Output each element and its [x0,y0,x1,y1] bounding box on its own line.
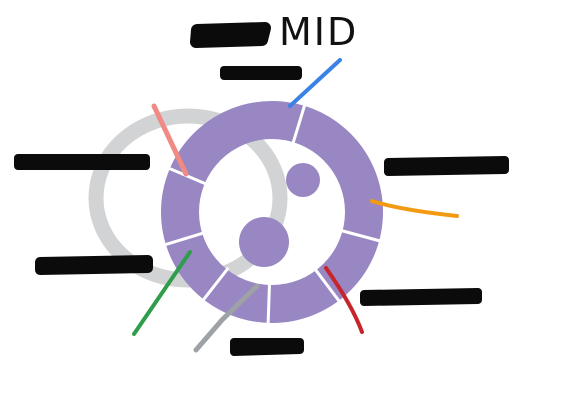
ring-divider-4 [201,267,230,302]
pointer-line-bottom [193,283,260,353]
ring-divider-3 [163,231,205,247]
ring-divider-7 [340,228,382,243]
pointer-line-upper-left [151,103,189,177]
redaction-lower-right [360,288,482,306]
diagram-title: MID [279,10,358,54]
redaction-lower-left [35,255,153,275]
ring-divider-1 [291,103,307,145]
inner-circle-large [239,217,289,267]
pointer-line-lower-left [132,250,192,336]
pointer-line-right [370,199,459,218]
redaction-upper-left [14,154,150,170]
pointer-line-top [288,58,342,108]
redaction-title-prefix [190,22,271,48]
pointer-line-lower-right [324,266,364,334]
redaction-bottom [230,338,304,356]
redaction-right [384,156,509,176]
inner-circle-small [286,163,320,197]
ring-divider-5 [266,282,272,325]
main-ring [161,101,383,323]
redaction-top [220,66,302,80]
ring-divider-6 [313,267,342,304]
